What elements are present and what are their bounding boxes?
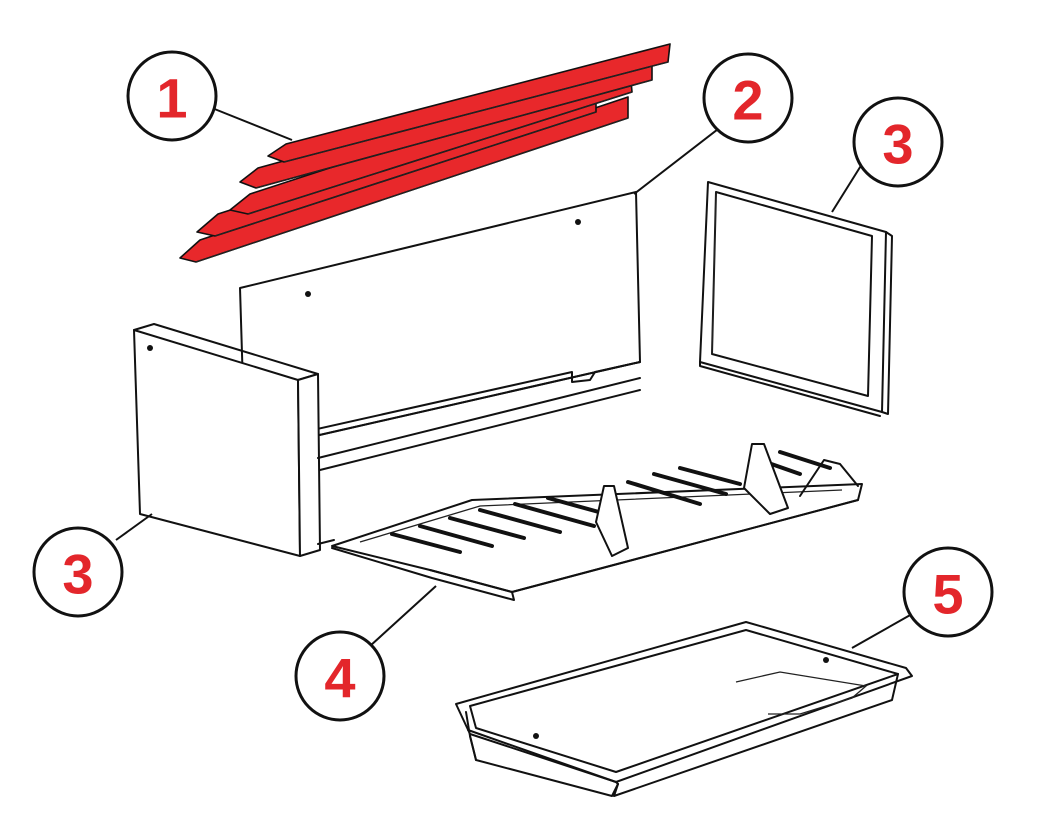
callout-3-left-label: 3 [62, 543, 93, 606]
part-4-grate [331, 443, 863, 601]
callout-1-label: 1 [156, 67, 187, 130]
part-1-baffle-plates [179, 43, 671, 263]
callout-5-label: 5 [932, 563, 963, 626]
leader-4 [369, 585, 437, 647]
callout-1: 1 [126, 50, 218, 142]
callout-3-right-label: 3 [882, 113, 913, 176]
leader-lines [115, 107, 913, 649]
leader-5 [851, 613, 913, 649]
leader-3-right [831, 163, 863, 213]
leader-3-left [115, 513, 153, 541]
leader-2 [633, 125, 723, 195]
leader-1 [211, 107, 293, 141]
part-3-side-panel-left [133, 323, 641, 557]
part-3-side-panel-right [699, 181, 893, 417]
callout-3-right: 3 [852, 96, 944, 188]
callout-2: 2 [702, 52, 794, 144]
callout-4-label: 4 [324, 647, 355, 710]
callout-3-left: 3 [32, 526, 124, 618]
callout-5: 5 [902, 546, 994, 638]
part-5-ash-pan [455, 621, 913, 797]
callout-4: 4 [294, 630, 386, 722]
callout-2-label: 2 [732, 69, 763, 132]
